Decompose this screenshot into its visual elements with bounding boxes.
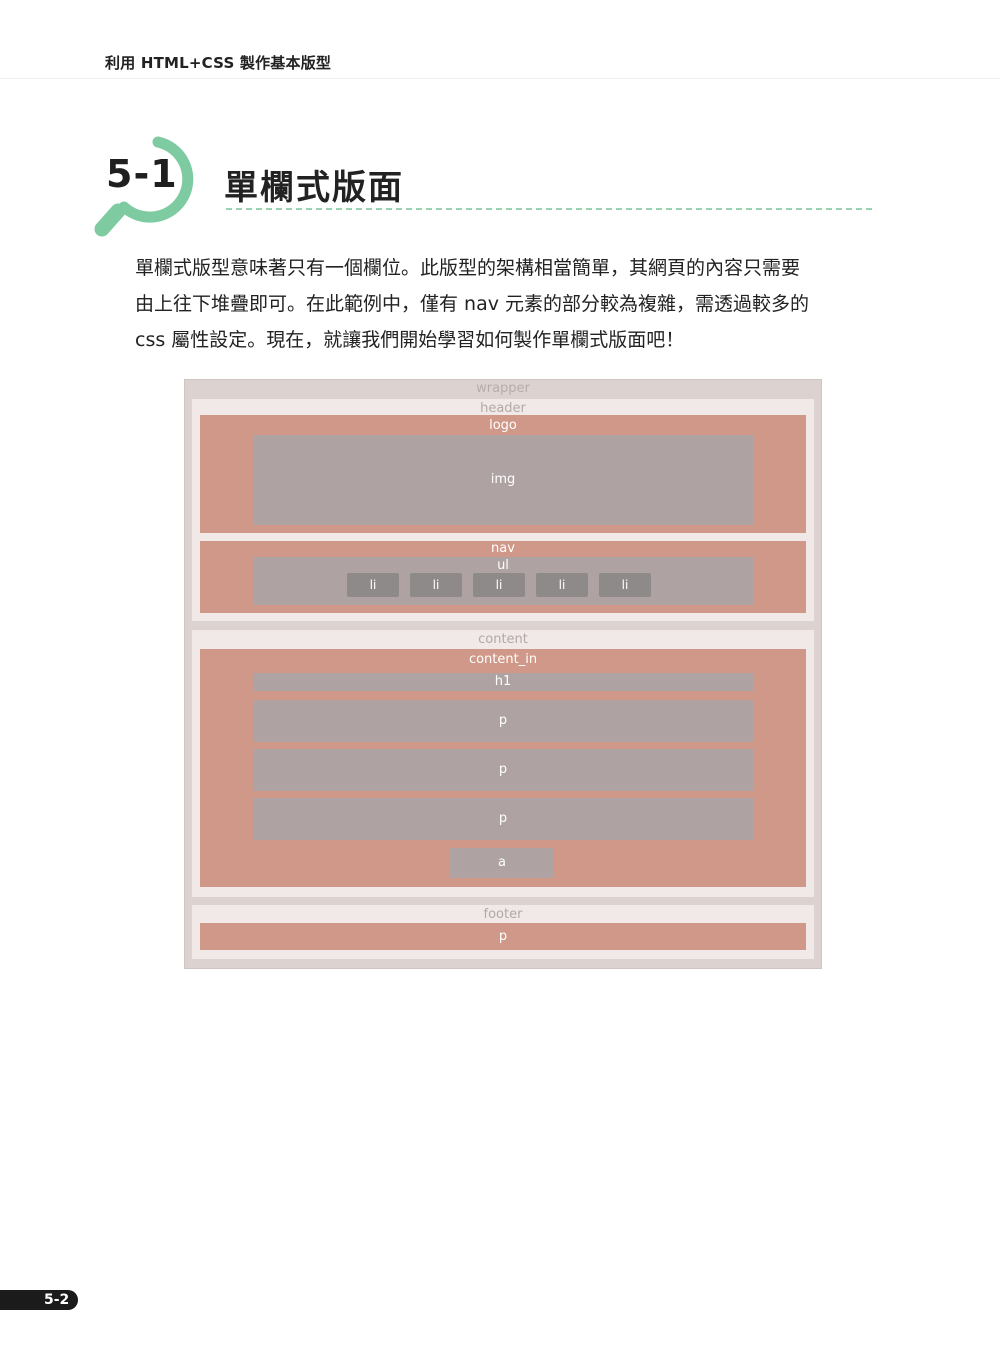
content-in-box: content_in h1 p p p a xyxy=(200,649,806,887)
ul-box: ul li li li li li xyxy=(253,557,753,605)
logo-label: logo xyxy=(489,418,517,433)
footer-p-label: p xyxy=(498,928,508,944)
p-box: p xyxy=(253,700,753,742)
header-box: header logo img nav ul li li li li li xyxy=(192,399,814,621)
intro-line: css 屬性設定。現在，就讓我們開始學習如何製作單欄式版面吧！ xyxy=(135,329,685,351)
a-label: a xyxy=(498,855,506,870)
intro-line: 由上往下堆疊即可。在此範例中，僅有 nav 元素的部分較為複雜，需透過較多的 xyxy=(135,293,810,315)
magnifier-icon xyxy=(94,136,194,237)
page-number: 5-2 xyxy=(44,1292,70,1308)
content-label: content xyxy=(478,632,528,647)
nav-box: nav ul li li li li li xyxy=(200,541,806,613)
footer-p-box: p xyxy=(200,923,806,950)
header-rule xyxy=(0,78,1000,79)
layout-diagram: wrapper header logo img nav ul li li li … xyxy=(184,379,822,969)
p-label: p xyxy=(498,762,508,777)
p-label: p xyxy=(498,811,508,826)
running-head: 利用 HTML+CSS 製作基本版型 xyxy=(105,54,332,72)
section-number: 5-1 xyxy=(106,152,178,196)
img-label: img xyxy=(490,472,516,487)
li-item: li xyxy=(410,573,462,597)
intro-paragraph: 單欄式版型意味著只有一個欄位。此版型的架構相當簡單，其網頁的內容只需要 由上往下… xyxy=(135,250,875,358)
p-box: p xyxy=(253,749,753,791)
section-title: 單欄式版面 xyxy=(224,168,404,208)
li-item: li xyxy=(536,573,588,597)
p-label: p xyxy=(498,713,508,728)
footer-box: footer p xyxy=(192,905,814,959)
img-box: img xyxy=(253,435,753,525)
content-in-label: content_in xyxy=(468,652,538,667)
logo-box: logo img xyxy=(200,415,806,533)
li-item: li xyxy=(347,573,399,597)
header-label: header xyxy=(480,401,526,416)
li-item: li xyxy=(599,573,651,597)
li-item: li xyxy=(473,573,525,597)
page-number-tab xyxy=(0,1290,78,1310)
p-box: p xyxy=(253,798,753,840)
h1-box: h1 xyxy=(253,673,753,691)
nav-label: nav xyxy=(491,541,515,556)
footer-label: footer xyxy=(483,907,523,922)
title-dashed-rule xyxy=(226,208,872,210)
intro-line: 單欄式版型意味著只有一個欄位。此版型的架構相當簡單，其網頁的內容只需要 xyxy=(135,257,801,279)
wrapper-label: wrapper xyxy=(476,381,530,396)
content-box: content content_in h1 p p p a xyxy=(192,630,814,897)
a-box: a xyxy=(450,848,554,878)
h1-label: h1 xyxy=(494,674,512,689)
ul-label: ul xyxy=(497,558,509,573)
